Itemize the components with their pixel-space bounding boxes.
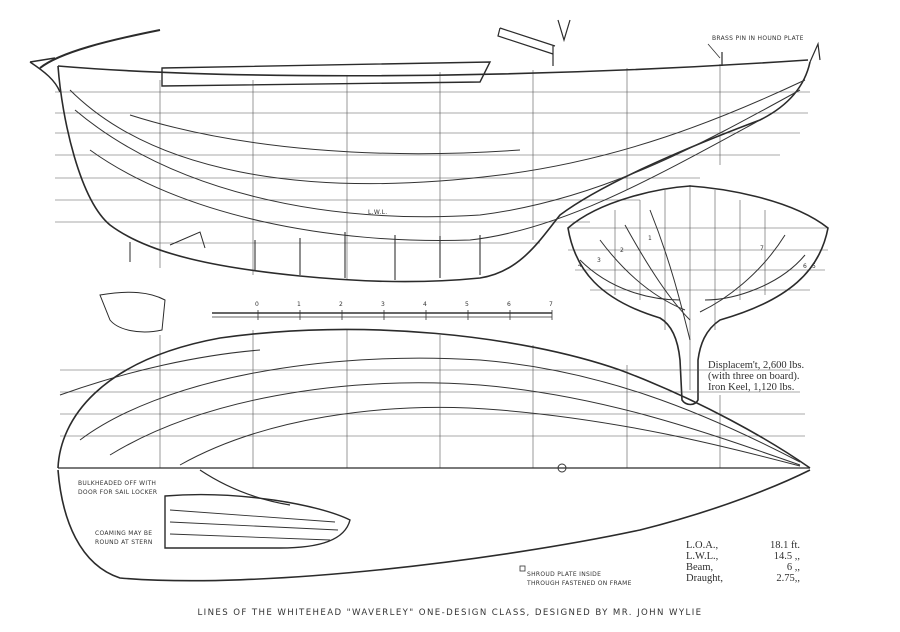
deck-outline (57, 469, 811, 582)
section-number: 3 (597, 257, 601, 264)
section-number: 5 (812, 263, 816, 270)
scale-number: 7 (549, 301, 553, 308)
bulkhead-note-1: BULKHEADED OFF WITH (78, 480, 156, 487)
diagonal-curves (59, 349, 801, 467)
displacement-line: Displacem't, 2,600 lbs. (708, 360, 805, 371)
coaming-profile (161, 61, 492, 87)
dimension-row: Beam, 6 ,, (686, 562, 800, 573)
body-plan: 4 3 2 1 7 6 5 (567, 185, 829, 406)
profile-sheer-line (57, 59, 809, 77)
profile-stations (159, 64, 721, 280)
shroud-plate (519, 565, 526, 572)
displacement-note: Displacem't, 2,600 lbs. (with three on b… (708, 360, 858, 393)
body-plan-outline (567, 185, 829, 406)
profile-keel-line (57, 61, 811, 283)
scale-number: 6 (507, 301, 511, 308)
dimension-value: 6 ,, (786, 562, 800, 573)
section-number: 2 (620, 247, 624, 254)
bulkhead-line (199, 469, 291, 506)
displacement-line: Iron Keel, 1,120 lbs. (708, 382, 795, 393)
scale-bar: 0 1 2 3 4 5 6 7 (212, 301, 553, 320)
profile-buttocks (69, 79, 806, 241)
drawing-caption: LINES OF THE WHITEHEAD "WAVERLEY" ONE-DE… (197, 608, 703, 618)
bowsprit (39, 29, 161, 69)
dimension-label: Beam, (686, 562, 714, 573)
dimension-value: 18.1 ft. (769, 540, 800, 551)
scale-number: 0 (255, 301, 259, 308)
shroud-note-2: THROUGH FASTENED ON FRAME (526, 580, 632, 587)
dimension-label: L.O.A., (686, 540, 719, 551)
stem-profile (29, 57, 61, 93)
section-curves (579, 209, 806, 341)
dimensions-table: L.O.A., 18.1 ft. L.W.L., 14.5 ,, Beam, 6… (686, 540, 800, 584)
lwl-mark: L.W.L. (368, 209, 387, 216)
brass-pin-leader (707, 43, 721, 59)
profile-waterlines (55, 91, 810, 244)
half-breadth-plan (57, 291, 811, 473)
section-number: 6 (803, 263, 807, 270)
stern-post (809, 41, 821, 63)
section-number: 1 (648, 235, 652, 242)
cockpit-seats (169, 509, 339, 541)
shroud-note-1: SHROUD PLATE INSIDE (527, 571, 601, 578)
stem-detail (99, 291, 166, 333)
coaming-note-1: COAMING MAY BE (95, 530, 152, 537)
displacement-line: (with three on board). (708, 371, 800, 382)
cockpit-coaming (164, 493, 351, 549)
bulkhead-note-2: DOOR FOR SAIL LOCKER (78, 489, 157, 496)
profile-plan: L.W.L. BRASS PIN IN HOUND PLATE (29, 19, 821, 283)
dimension-label: L.W.L., (686, 551, 719, 562)
dimension-value: 2.75,, (776, 573, 800, 584)
deck-plan: BULKHEADED OFF WITH DOOR FOR SAIL LOCKER… (57, 469, 811, 587)
keel-frames (254, 232, 481, 280)
section-number: 4 (578, 262, 582, 269)
dimension-label: Draught, (686, 573, 724, 584)
brass-pin-note: BRASS PIN IN HOUND PLATE (712, 35, 804, 42)
dimension-row: Draught, 2.75,, (686, 573, 800, 584)
dimension-row: L.W.L., 14.5 ,, (686, 551, 800, 562)
dimension-value: 14.5 ,, (773, 551, 800, 562)
coaming-note-2: ROUND AT STERN (95, 539, 153, 546)
scale-number: 4 (423, 301, 427, 308)
rudder-tiller (129, 231, 206, 262)
scale-number: 3 (381, 301, 385, 308)
scale-number: 2 (339, 301, 343, 308)
scale-number: 1 (297, 301, 301, 308)
section-number: 7 (760, 245, 764, 252)
scale-number: 5 (465, 301, 469, 308)
half-breadth-outline (57, 328, 811, 469)
mast-detail (497, 19, 723, 66)
mast-step (557, 463, 567, 473)
dimension-row: L.O.A., 18.1 ft. (686, 540, 800, 551)
